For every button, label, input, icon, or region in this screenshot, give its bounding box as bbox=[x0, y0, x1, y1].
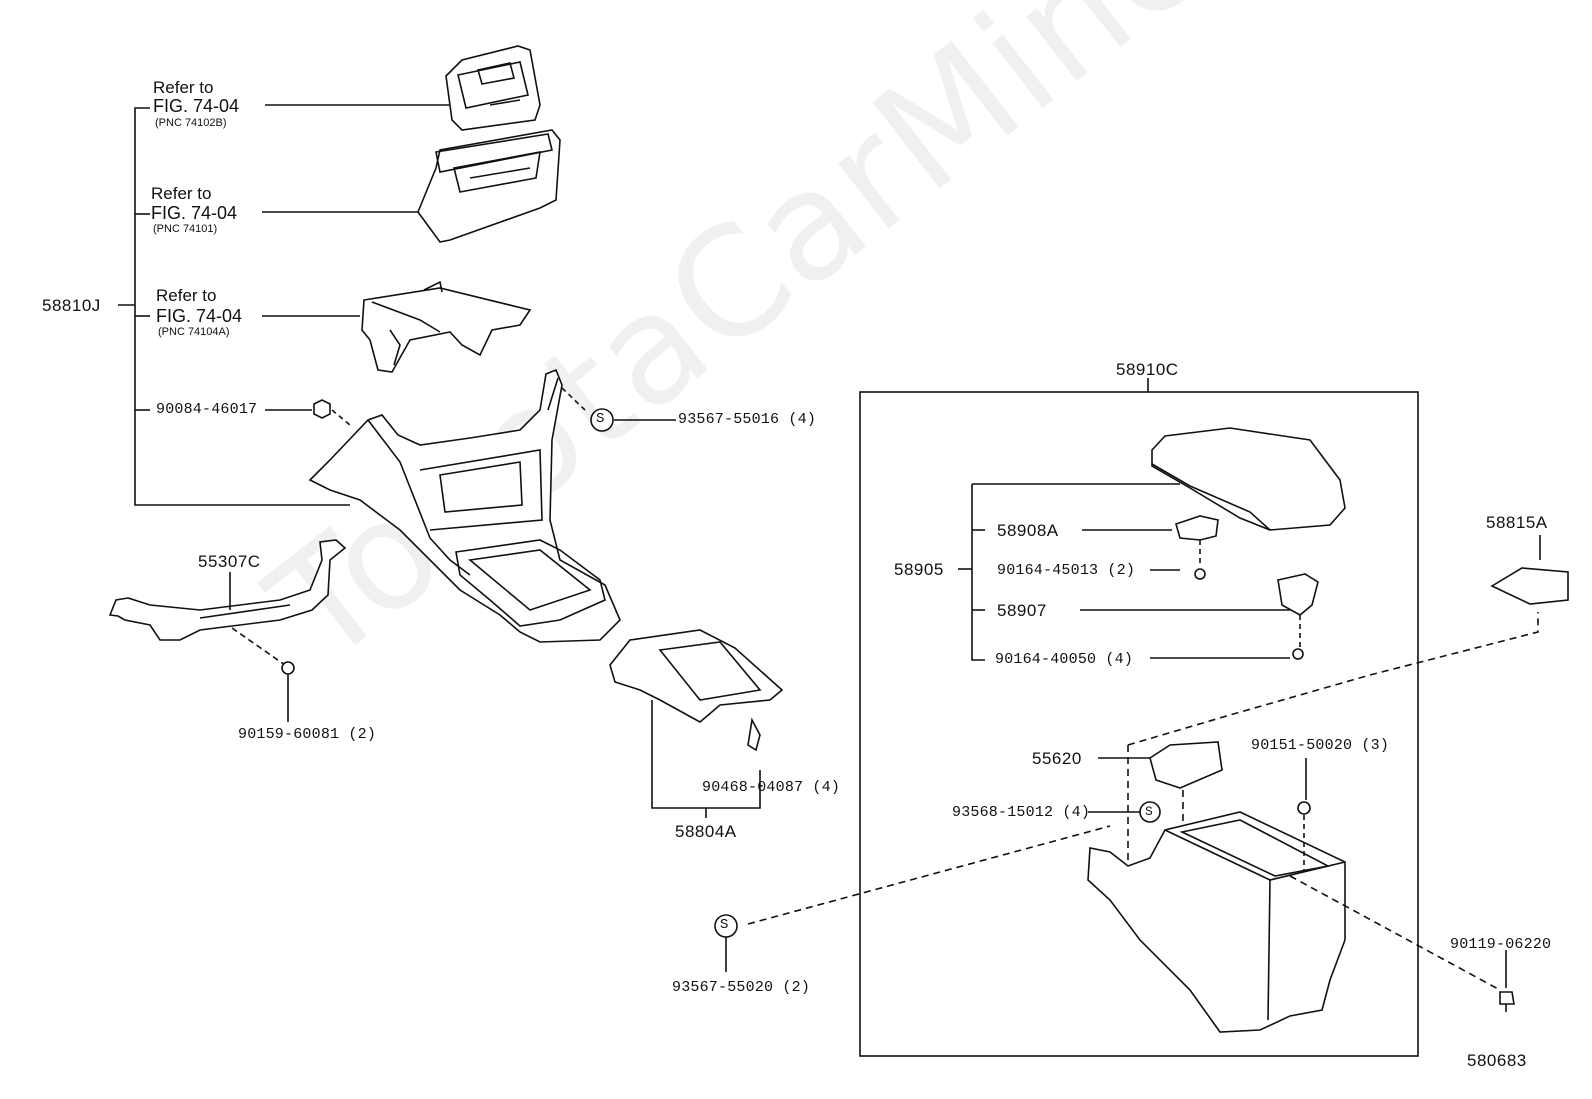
console-box-drawing bbox=[1087, 811, 1346, 1033]
part-90151-50020[interactable]: 90151-50020 (3) bbox=[1251, 737, 1390, 754]
shift-plate-drawing bbox=[609, 629, 784, 723]
refer-to-label: Refer to bbox=[151, 184, 212, 203]
assembly-box-58910c bbox=[859, 391, 1419, 1057]
part-90164-45013[interactable]: 90164-45013 (2) bbox=[997, 562, 1136, 579]
pnc-label: (PNC 74104A) bbox=[158, 326, 230, 338]
holder-bracket-drawing bbox=[361, 280, 532, 373]
s-symbol: S bbox=[596, 411, 605, 427]
fig-reference-link[interactable]: FIG. 74-04 bbox=[151, 203, 238, 223]
center-console-drawing bbox=[308, 368, 621, 643]
refer-to-label: Refer to bbox=[153, 78, 214, 97]
bracket-55307c-drawing bbox=[108, 539, 347, 641]
part-55307c[interactable]: 55307C bbox=[198, 552, 261, 571]
part-93568-15012[interactable]: 93568-15012 (4) bbox=[952, 804, 1091, 821]
part-58815a[interactable]: 58815A bbox=[1486, 513, 1548, 532]
pnc-label: (PNC 74101) bbox=[153, 223, 218, 235]
fig-reference-link[interactable]: FIG. 74-04 bbox=[153, 96, 240, 116]
refer-to-label: Refer to bbox=[156, 286, 217, 305]
fig-reference-link[interactable]: FIG. 74-04 bbox=[156, 306, 243, 326]
part-90468-04087[interactable]: 90468-04087 (4) bbox=[702, 779, 841, 796]
s-symbol: S bbox=[1145, 804, 1154, 819]
part-90164-40050[interactable]: 90164-40050 (4) bbox=[995, 651, 1134, 668]
ashtray-drawing bbox=[445, 45, 541, 131]
part-58907[interactable]: 58907 bbox=[997, 601, 1047, 620]
bracket-58810j bbox=[134, 107, 350, 506]
part-58905[interactable]: 58905 bbox=[894, 560, 944, 579]
pnc-label: (PNC 74102B) bbox=[155, 117, 227, 129]
part-55620[interactable]: 55620 bbox=[1032, 749, 1082, 768]
part-58910c[interactable]: 58910C bbox=[1116, 360, 1179, 379]
armrest-lid-drawing bbox=[1151, 427, 1346, 531]
s-symbol: S bbox=[720, 917, 729, 933]
part-93567-55016[interactable]: 93567-55016 (4) bbox=[678, 411, 817, 428]
part-58810j[interactable]: 58810J bbox=[42, 296, 101, 315]
part-90119-06220[interactable]: 90119-06220 bbox=[1450, 936, 1552, 953]
part-58804a[interactable]: 58804A bbox=[675, 822, 737, 841]
part-93567-55020[interactable]: 93567-55020 (2) bbox=[672, 979, 811, 996]
figure-number: 580683 bbox=[1467, 1051, 1527, 1070]
part-58908a[interactable]: 58908A bbox=[997, 521, 1059, 540]
part-90084-46017[interactable]: 90084-46017 bbox=[156, 401, 258, 418]
cupholder-drawing bbox=[417, 129, 561, 243]
part-90159-60081[interactable]: 90159-60081 (2) bbox=[238, 726, 377, 743]
